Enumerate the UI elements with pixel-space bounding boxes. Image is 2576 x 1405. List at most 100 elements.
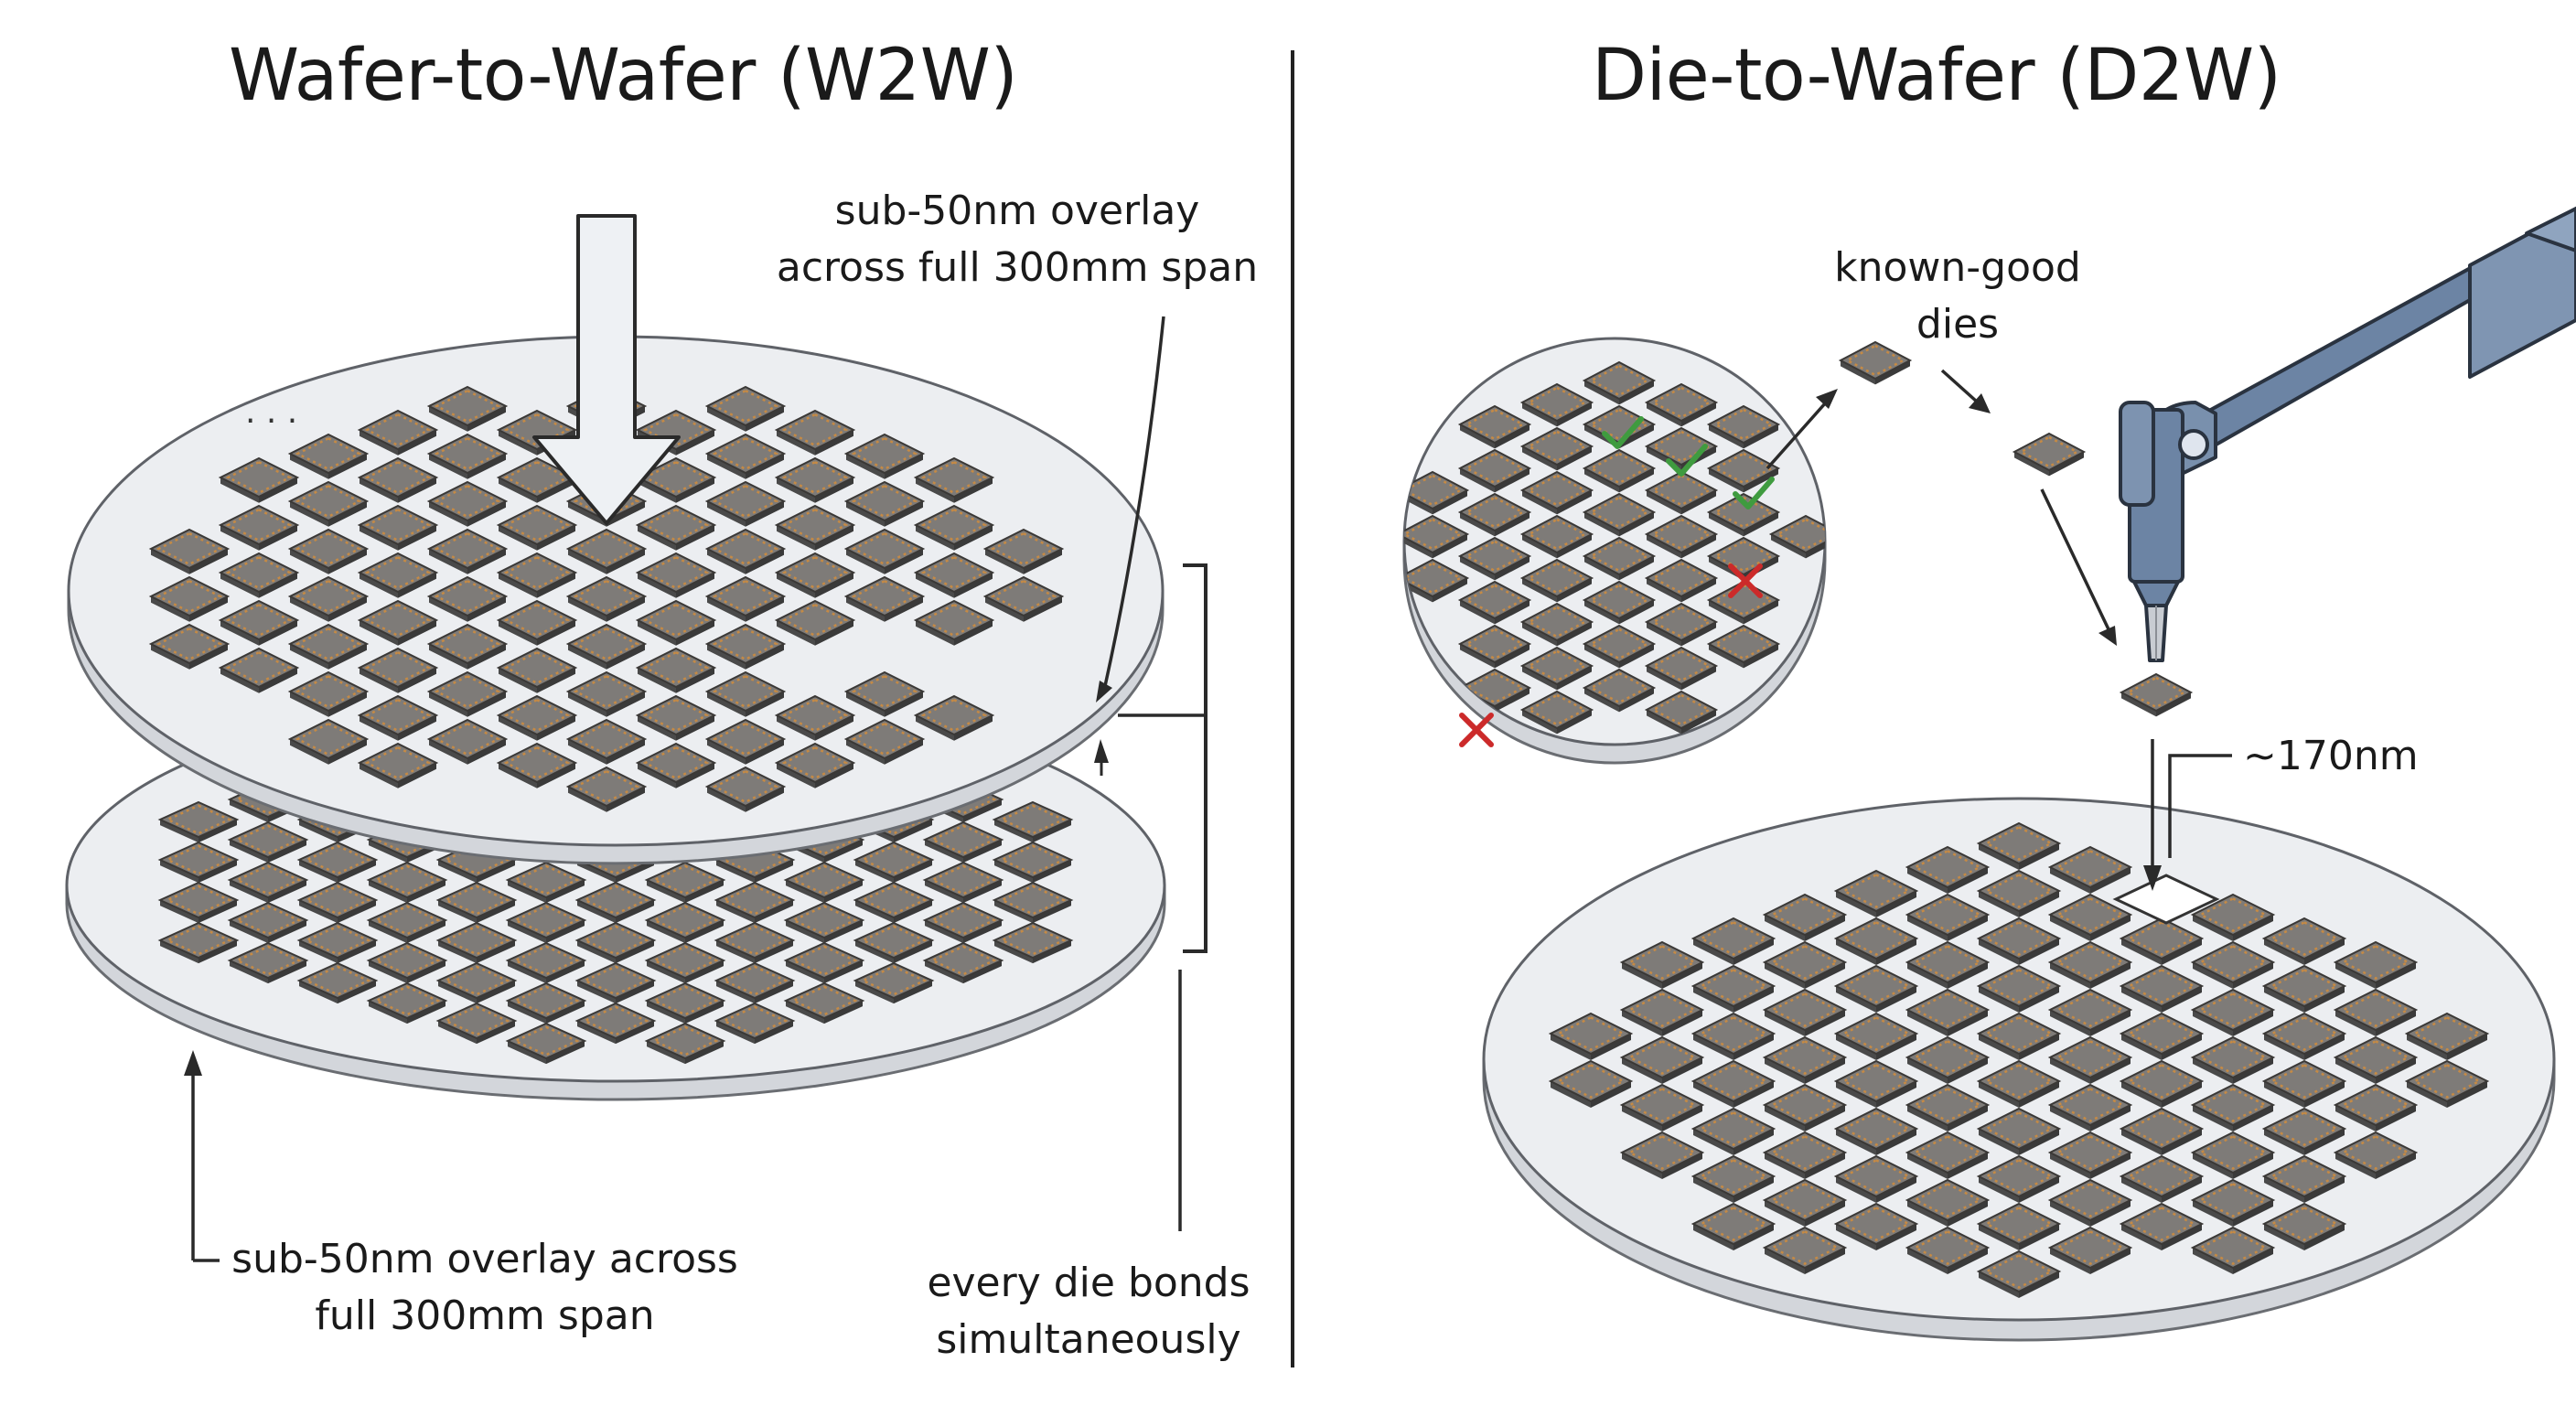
- die: [505, 901, 587, 944]
- die: [2047, 940, 2133, 990]
- die: [1582, 492, 1657, 537]
- die: [644, 981, 726, 1024]
- die: [1548, 1012, 1634, 1061]
- die: [1976, 1107, 2062, 1156]
- die: [496, 599, 578, 646]
- die: [1976, 1249, 2062, 1299]
- die: [496, 694, 578, 741]
- die: [1619, 1131, 1705, 1180]
- die: [1457, 580, 1532, 625]
- die: [774, 694, 856, 741]
- die: [2333, 1035, 2419, 1085]
- w2w-ellipsis: · · ·: [245, 402, 298, 440]
- die: [714, 881, 796, 924]
- die: [1976, 869, 2062, 918]
- source-wafer: [1402, 337, 1827, 765]
- die: [774, 504, 856, 551]
- die: [2047, 1083, 2133, 1132]
- die: [1582, 624, 1657, 669]
- empty-bond-site: [2112, 874, 2220, 925]
- die: [1690, 1154, 1776, 1204]
- die: [1976, 821, 2062, 871]
- die: [1619, 1083, 1705, 1132]
- die: [157, 881, 240, 924]
- picked-die: [2119, 672, 2194, 717]
- die: [505, 981, 587, 1024]
- die: [2404, 1012, 2490, 1061]
- die: [1762, 1131, 1848, 1180]
- die: [1706, 492, 1781, 537]
- die: [1519, 470, 1594, 515]
- die: [1582, 668, 1657, 713]
- w2w-bottom-left-line1: sub-50nm overlay across: [231, 1236, 738, 1282]
- die: [2047, 845, 2133, 895]
- die: [1619, 940, 1705, 990]
- die: [1582, 536, 1657, 581]
- die: [714, 1002, 796, 1045]
- die: [913, 694, 995, 741]
- die: [366, 981, 448, 1024]
- die: [1519, 646, 1594, 691]
- die: [426, 385, 509, 432]
- die: [2261, 1012, 2347, 1061]
- die: [635, 504, 717, 551]
- die: [2119, 964, 2205, 1014]
- die: [704, 670, 787, 717]
- die: [296, 841, 379, 884]
- die: [1833, 1059, 1919, 1109]
- die: [287, 718, 370, 765]
- die: [843, 718, 926, 765]
- die: [2333, 1131, 2419, 1180]
- d2w-title: Die-to-Wafer (D2W): [1592, 35, 2281, 117]
- bracket-icon: [1183, 563, 1208, 953]
- die: [1833, 964, 1919, 1014]
- w2w-title: Wafer-to-Wafer (W2W): [229, 35, 1018, 117]
- die: [843, 528, 926, 574]
- die: [1905, 1035, 1991, 1085]
- w2w-top-label-line2: across full 300mm span: [776, 244, 1259, 291]
- die: [1905, 1131, 1991, 1180]
- die: [505, 941, 587, 984]
- die: [1706, 404, 1781, 449]
- die: [2333, 988, 2419, 1037]
- die: [2119, 1107, 2205, 1156]
- die: [287, 433, 370, 479]
- die: [704, 766, 787, 812]
- die: [574, 961, 657, 1004]
- die: [218, 456, 300, 503]
- die: [774, 552, 856, 598]
- die: [635, 647, 717, 693]
- cross-icon: [1728, 563, 1763, 598]
- die: [218, 552, 300, 598]
- die: [2190, 1131, 2276, 1180]
- die: [1976, 1059, 2062, 1109]
- die: [635, 742, 717, 788]
- die: [2261, 1154, 2347, 1204]
- die: [2119, 917, 2205, 966]
- die: [922, 861, 1004, 904]
- w2w-bottom-right-line1: every die bonds: [927, 1260, 1250, 1306]
- die: [1762, 893, 1848, 942]
- die: [496, 647, 578, 693]
- die: [1644, 470, 1719, 515]
- die: [1762, 1083, 1848, 1132]
- die: [435, 961, 518, 1004]
- d2w-kgd-label: known-good dies: [1811, 240, 2104, 353]
- die: [1833, 917, 1919, 966]
- die: [714, 961, 796, 1004]
- die: [1976, 964, 2062, 1014]
- die: [287, 480, 370, 527]
- die: [157, 800, 240, 843]
- die-path-arrows: [1766, 369, 2154, 869]
- die: [783, 981, 865, 1024]
- die: [913, 456, 995, 503]
- die: [1690, 1059, 1776, 1109]
- die: [913, 504, 995, 551]
- check-icon: [1666, 444, 1708, 477]
- die: [565, 718, 648, 765]
- die: [1905, 1226, 1991, 1275]
- top-wafer: [67, 335, 1165, 865]
- die: [2261, 917, 2347, 966]
- die: [783, 901, 865, 944]
- die: [435, 881, 518, 924]
